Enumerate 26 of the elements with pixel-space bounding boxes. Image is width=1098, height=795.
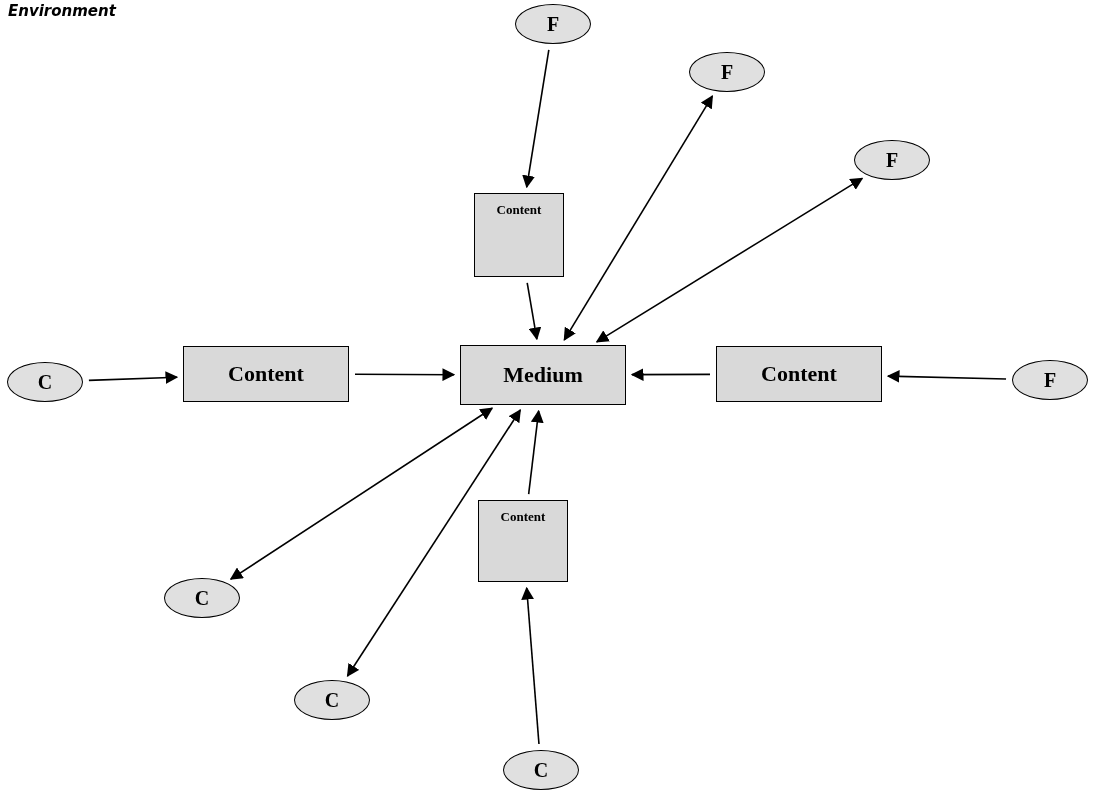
arrow (354, 368, 456, 382)
arrow (563, 95, 714, 341)
content-box: Content (716, 346, 882, 402)
arrow (595, 177, 864, 343)
oval-node: C (503, 750, 579, 790)
oval-node: C (164, 578, 240, 618)
oval-node: C (7, 362, 83, 402)
oval-node: C (294, 680, 370, 720)
content-box: Content (474, 193, 564, 277)
oval-node: F (689, 52, 765, 92)
arrow (886, 370, 1007, 383)
content-box: Content (183, 346, 349, 402)
arrow (522, 49, 550, 189)
arrow (88, 371, 179, 385)
oval-node: F (1012, 360, 1088, 400)
arrow (527, 409, 544, 495)
arrow (526, 282, 542, 341)
arrow (521, 586, 540, 745)
diagram-label: Environment (8, 2, 116, 20)
content-box: Content (478, 500, 568, 582)
content-box: Medium (460, 345, 626, 405)
arrow (229, 407, 494, 580)
arrow (346, 408, 522, 678)
oval-node: F (854, 140, 930, 180)
oval-node: F (515, 4, 591, 44)
arrow (630, 368, 711, 381)
